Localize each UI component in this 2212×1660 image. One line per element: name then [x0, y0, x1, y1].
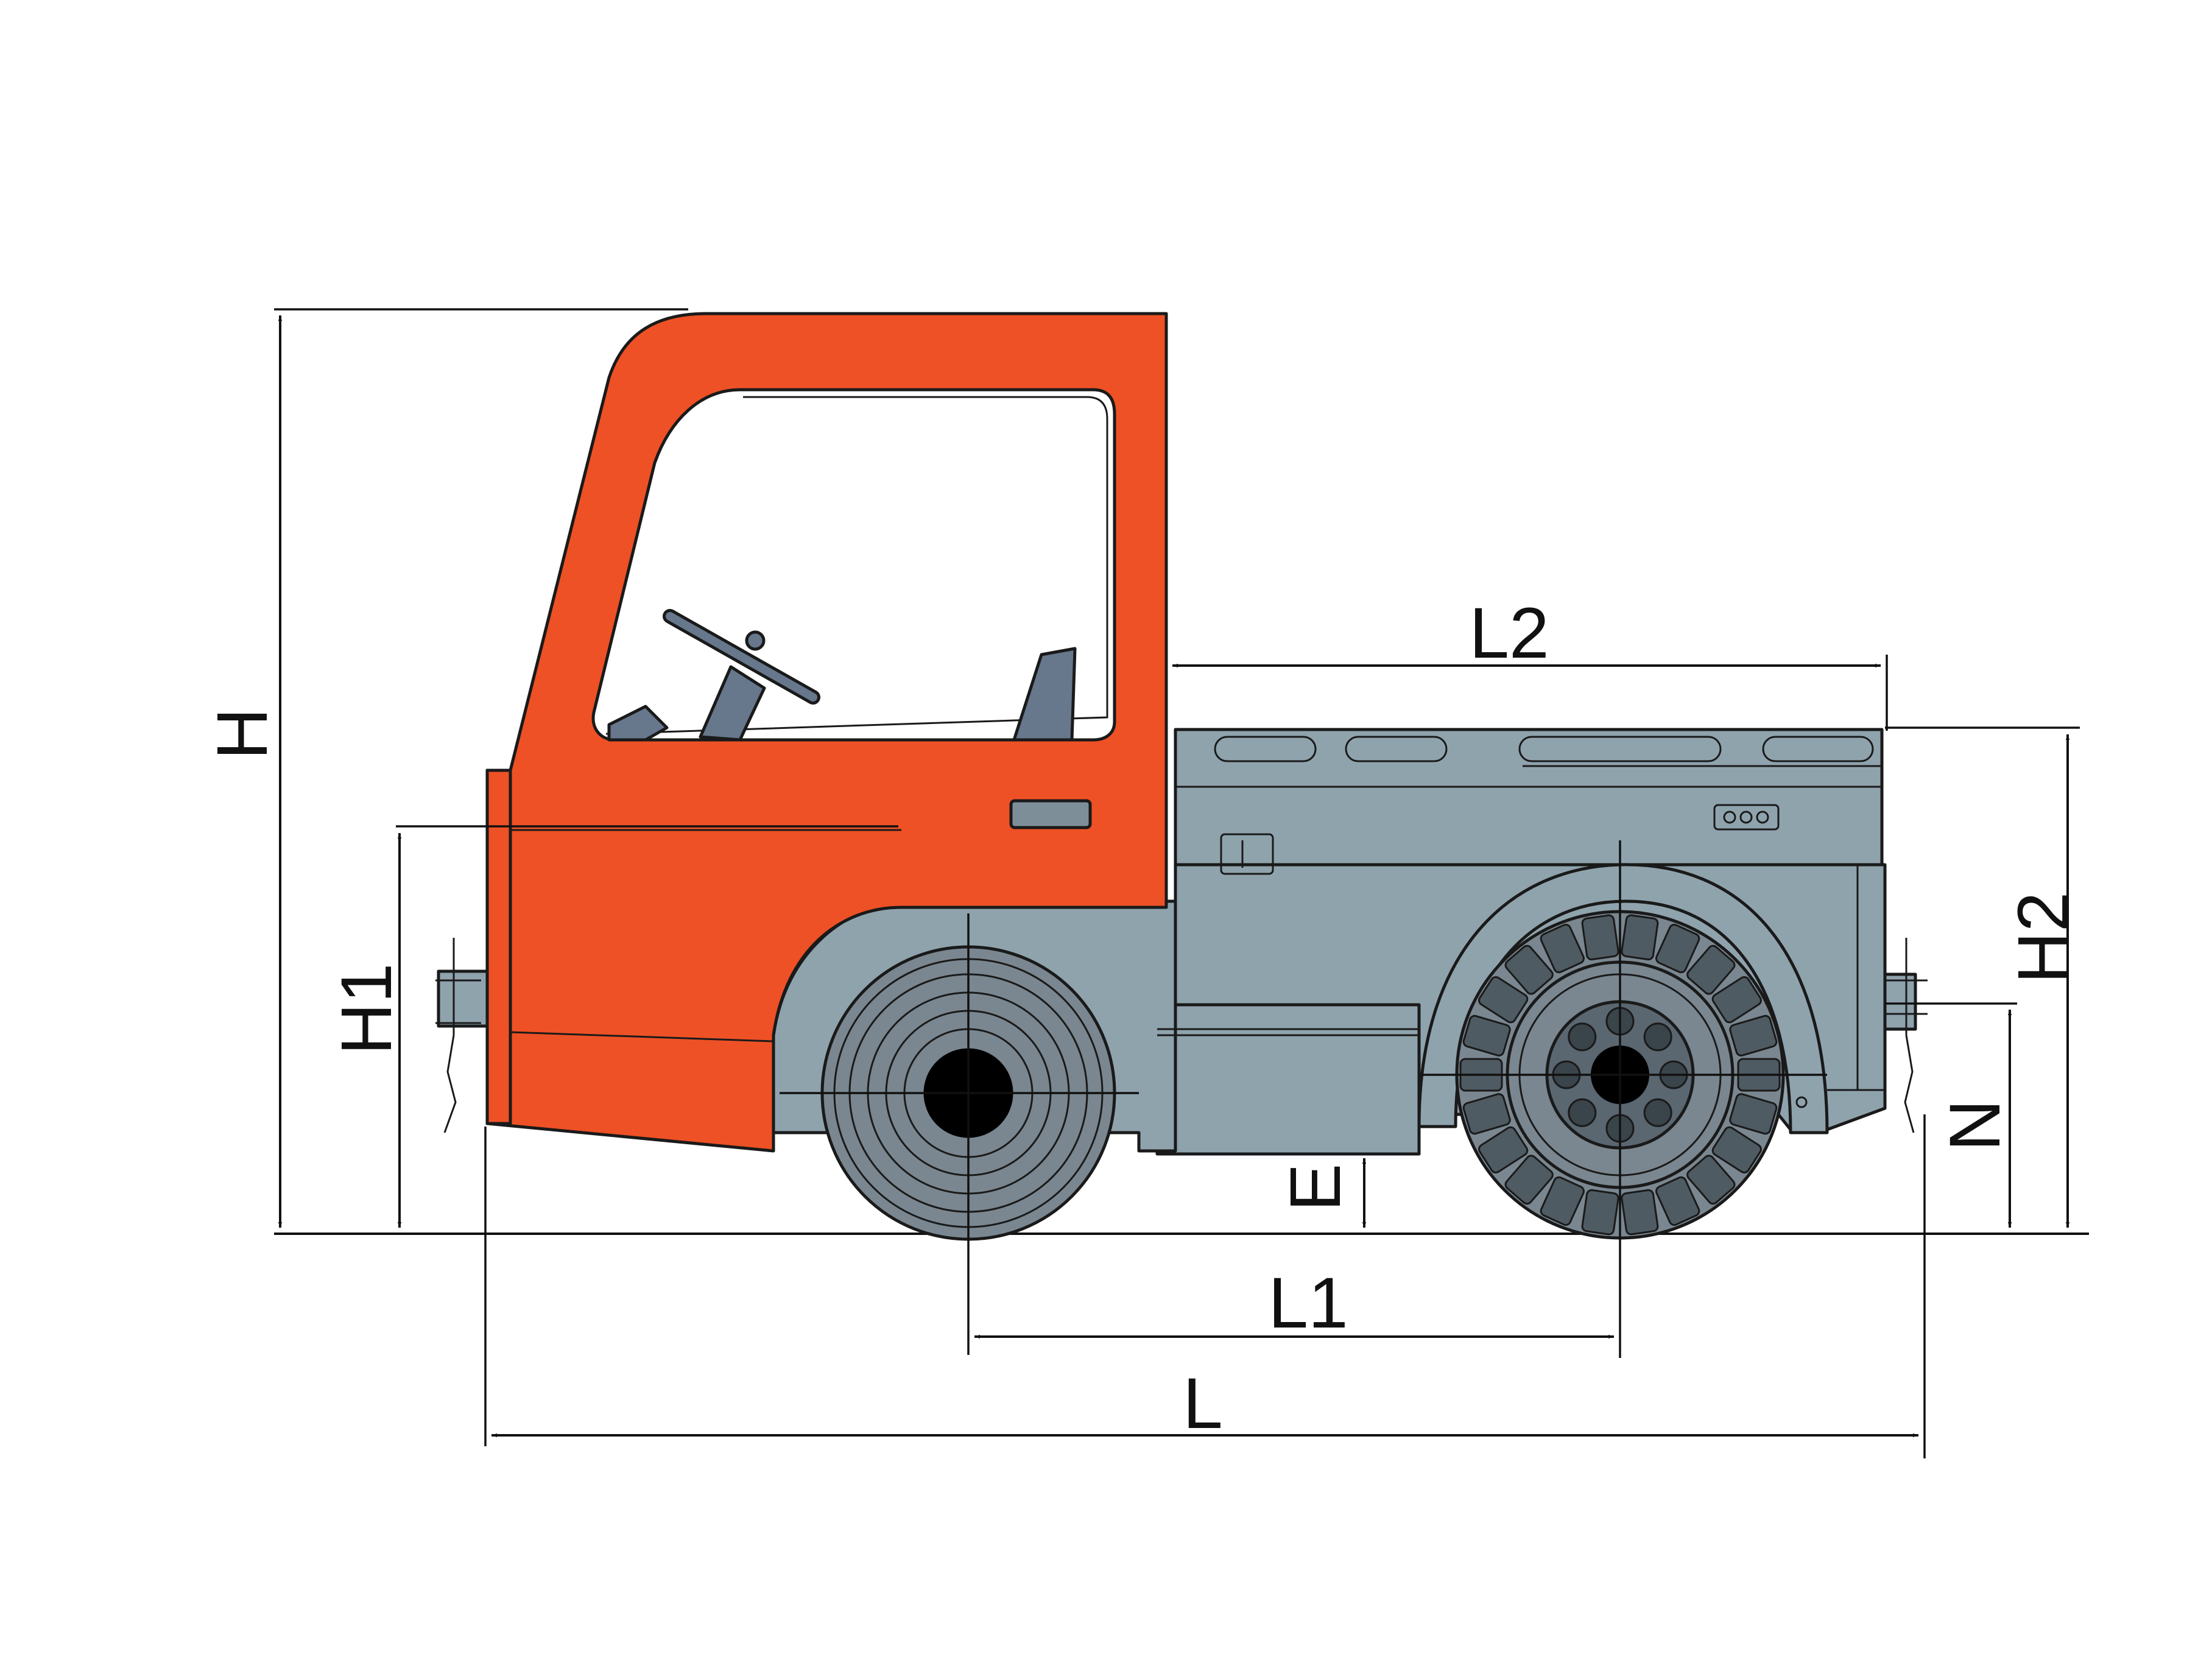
rear-hitch-pin-icon [1885, 938, 1928, 1035]
deck-slot [1518, 736, 1722, 762]
dim-H-label: H [202, 708, 283, 759]
tread-block [1621, 1189, 1659, 1236]
cab-pillar [485, 768, 512, 1125]
tread-block [1581, 914, 1619, 961]
steering-wheel-rim [666, 612, 817, 702]
dashboard [607, 705, 669, 742]
tread-block [1686, 1155, 1736, 1205]
tread-block [1729, 1015, 1778, 1057]
lug-nut [1643, 1022, 1672, 1052]
lug-nut [1568, 1098, 1597, 1127]
steering-hub [745, 630, 766, 651]
dim-N-label: N [1935, 1099, 2015, 1151]
indicator-panel [1713, 804, 1780, 831]
front-hitch-chain-icon [443, 1035, 457, 1133]
dim-H1-label: H1 [326, 963, 407, 1055]
tread-block [1540, 1176, 1585, 1226]
tread-block [1655, 1176, 1700, 1226]
tread-block [1504, 1155, 1554, 1205]
tread-block [1711, 976, 1762, 1024]
front-hitch-pin-icon [435, 938, 481, 1035]
arch-bolt [1795, 1096, 1808, 1108]
dim-L1-label: L1 [1268, 1263, 1348, 1343]
tread-block [1462, 1093, 1511, 1135]
indicator-light [1723, 811, 1736, 824]
dim-H2-label: H2 [2003, 892, 2083, 984]
indicator-light [1739, 811, 1753, 824]
deck-slot [1345, 736, 1448, 762]
rear-tire-tread-blocks [1459, 914, 1781, 1236]
tread-block [1540, 923, 1585, 974]
tread-block [1478, 1126, 1529, 1173]
steering-column [699, 665, 766, 742]
body-deck [1174, 728, 1884, 867]
rear-lug-nuts [1552, 1007, 1688, 1143]
rear-hitch [1883, 938, 1928, 1133]
tread-block [1621, 914, 1659, 961]
tread-block [1504, 944, 1554, 995]
tread-block [1686, 944, 1736, 995]
cab [485, 312, 1168, 1153]
indicator-light [1756, 811, 1769, 824]
body-latch [1220, 833, 1274, 875]
rear-wheel-arch [1417, 863, 1829, 1134]
tread-block [1478, 976, 1529, 1024]
body-skirt [1155, 1003, 1421, 1156]
dim-E-label: E [1275, 1164, 1356, 1212]
cab-step-line [510, 1031, 774, 1043]
deck-slot [1214, 736, 1317, 762]
seat [1012, 647, 1077, 742]
dim-L-label: L [1183, 1363, 1223, 1444]
lug-nut [1643, 1098, 1672, 1127]
tread-block [1462, 1015, 1511, 1057]
rear-hitch-chain-icon [1904, 1035, 1915, 1133]
lug-nut [1568, 1022, 1597, 1052]
tread-block [1711, 1126, 1762, 1173]
dim-L2-label: L2 [1469, 593, 1549, 673]
tread-block [1729, 1093, 1778, 1135]
cab-window-inner [605, 396, 1108, 735]
tread-block [1581, 1189, 1619, 1236]
deck-slot [1762, 736, 1874, 762]
front-hitch [435, 938, 489, 1133]
tread-block [1655, 923, 1700, 974]
door-handle [1009, 799, 1092, 829]
rear-hitch-plate [1883, 972, 1917, 1031]
